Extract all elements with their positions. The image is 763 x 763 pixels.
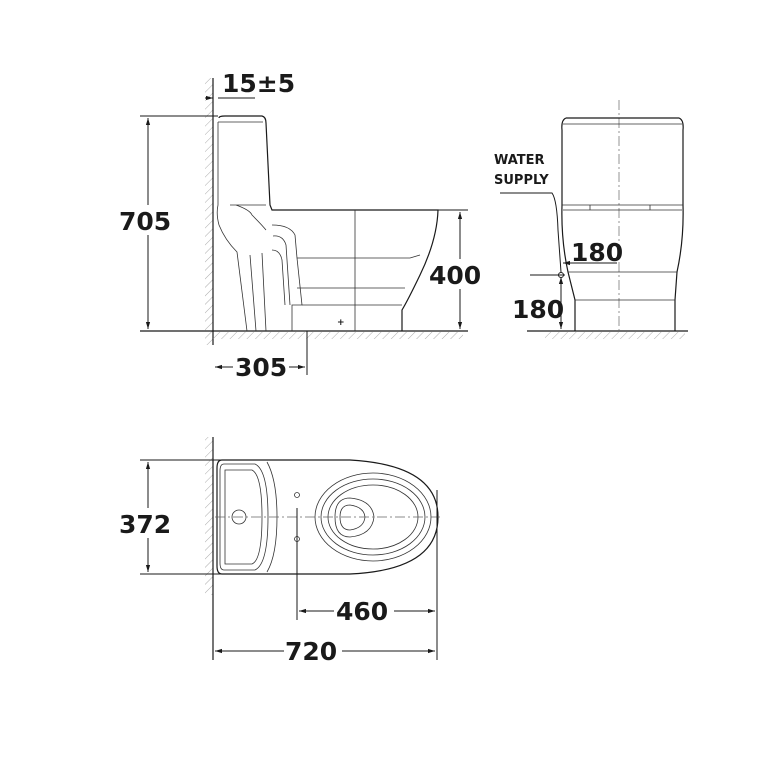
supply-offset-label: 180 [571, 238, 623, 267]
wall-hatch [205, 78, 213, 345]
toilet-front-outline [561, 117, 684, 331]
total-length-label: 720 [285, 637, 337, 666]
water-supply-leader [500, 192, 562, 273]
width-label: 372 [119, 510, 171, 539]
toilet-side-outline: + [216, 115, 439, 332]
supply-height-label: 180 [512, 295, 564, 324]
svg-text:+: + [337, 318, 345, 328]
water-supply-label-line1: WATER [494, 153, 545, 168]
rough-in-label: 305 [235, 353, 287, 382]
top-view: 372 460 720 [118, 437, 440, 666]
front-view: WATER SUPPLY 180 180 [494, 100, 688, 339]
seat-height-label: 400 [429, 261, 481, 290]
bowl-length-label: 460 [336, 597, 388, 626]
water-supply-label-line2: SUPPLY [494, 173, 549, 188]
floor-hatch [213, 332, 463, 339]
gap-label: 15±5 [222, 69, 295, 98]
side-view: + 15±5 705 400 305 [118, 69, 492, 382]
toilet-top-outline [216, 459, 439, 575]
height-label: 705 [119, 207, 171, 236]
